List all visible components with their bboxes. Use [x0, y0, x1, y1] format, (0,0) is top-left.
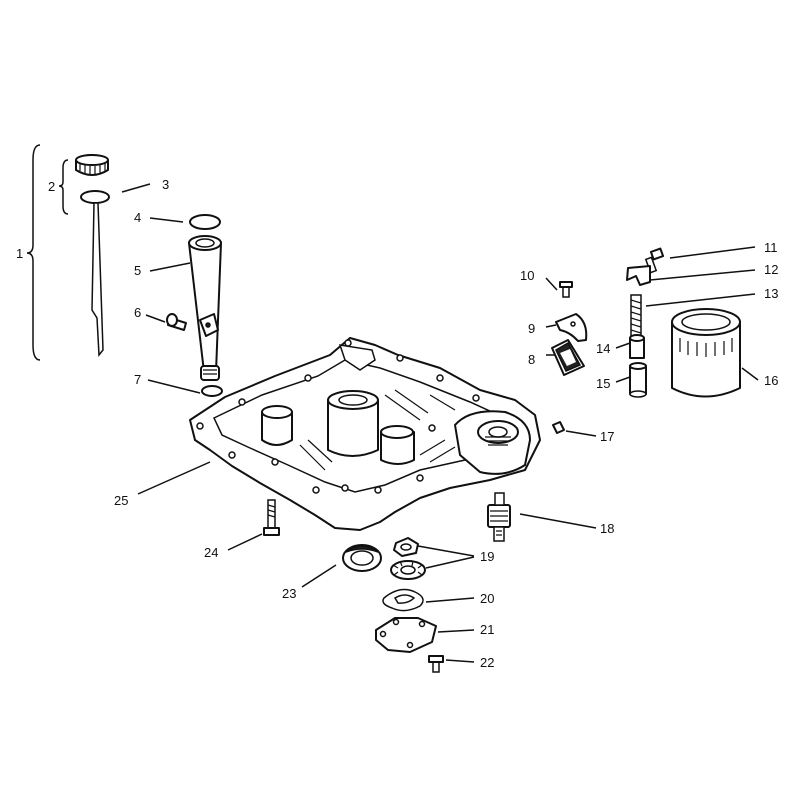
- callout-9: 9: [528, 321, 535, 336]
- bracket-2: [58, 159, 69, 215]
- dipstick-cap: [75, 154, 109, 176]
- oil-seal: [342, 544, 382, 572]
- bolt-22: [428, 655, 444, 673]
- oil-pan: [189, 337, 541, 531]
- callout-1: 1: [16, 246, 23, 261]
- callout-22: 22: [480, 655, 494, 670]
- callout-17: 17: [600, 429, 614, 444]
- pressure-sensor: [487, 492, 511, 542]
- callout-16: 16: [764, 373, 778, 388]
- plug-17: [552, 421, 565, 434]
- callout-4: 4: [134, 210, 141, 225]
- callout-25: 25: [114, 493, 128, 508]
- callout-13: 13: [764, 286, 778, 301]
- callout-21: 21: [480, 622, 494, 637]
- callout-20: 20: [480, 591, 494, 606]
- plate-9: [555, 313, 588, 342]
- callout-24: 24: [204, 545, 218, 560]
- bolt-10: [559, 281, 573, 298]
- dipstick-tube: [188, 235, 222, 381]
- callout-14: 14: [596, 341, 610, 356]
- bolt-11: [644, 247, 665, 274]
- dipstick-blade: [91, 202, 104, 358]
- callout-2: 2: [48, 179, 55, 194]
- bracket-1: [26, 144, 41, 361]
- callout-10: 10: [520, 268, 534, 283]
- callout-15: 15: [596, 376, 610, 391]
- callout-12: 12: [764, 262, 778, 277]
- callout-19: 19: [480, 549, 494, 564]
- sleeve-15: [629, 362, 647, 398]
- callout-23: 23: [282, 586, 296, 601]
- gear-19: [390, 560, 426, 580]
- callout-3: 3: [162, 177, 169, 192]
- bracket-12: [626, 265, 651, 286]
- callout-6: 6: [134, 305, 141, 320]
- leader-lines: [121, 183, 759, 663]
- callout-5: 5: [134, 263, 141, 278]
- oil-filter: [671, 308, 741, 398]
- screw-6: [166, 313, 187, 331]
- callout-7: 7: [134, 372, 141, 387]
- o-ring-7: [201, 385, 223, 397]
- callout-18: 18: [600, 521, 614, 536]
- valve-14: [629, 334, 645, 359]
- bolt-24: [263, 499, 280, 536]
- callout-8: 8: [528, 352, 535, 367]
- o-ring-3: [80, 190, 110, 204]
- callouts: 1 2 3 4 5 6 7 8 9 10 11 12 13 14 15 16 1…: [16, 177, 778, 670]
- callout-11: 11: [764, 240, 778, 255]
- o-ring-4: [189, 214, 221, 230]
- decal-8: [551, 339, 585, 376]
